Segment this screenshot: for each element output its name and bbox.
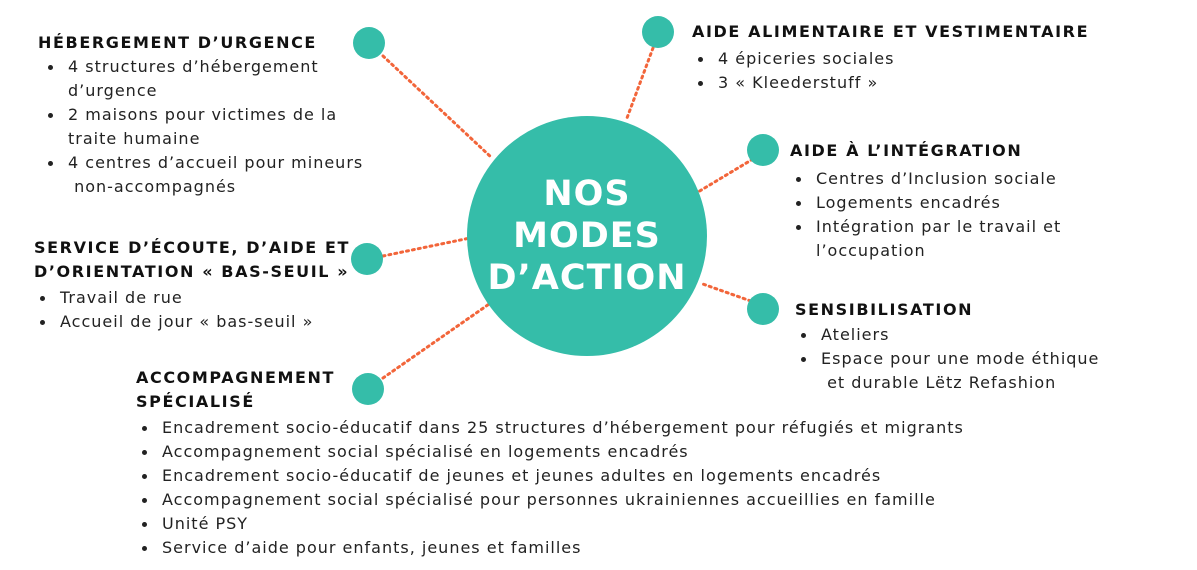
- list-item: 3 « Kleederstuff »: [692, 71, 1089, 95]
- list-item: Accompagnement social spécialisé pour pe…: [136, 488, 964, 512]
- connector-alimentaire: [625, 46, 655, 120]
- list-item: Accueil de jour « bas-seuil »: [34, 310, 350, 334]
- list-item: Ateliers: [795, 323, 1099, 347]
- item-text: 3 « Kleederstuff »: [718, 73, 879, 92]
- node-ecoute: [351, 243, 383, 275]
- item-list: Ateliers Espace pour une mode éthique et…: [795, 323, 1099, 395]
- item-text: traite humaine: [68, 129, 201, 148]
- section-accompagnement: ACCOMPAGNEMENT SPÉCIALISÉ Encadrement so…: [136, 366, 964, 560]
- connector-accompagnement: [381, 300, 494, 380]
- list-item: Unité PSY: [136, 512, 964, 536]
- center-title-line: NOS: [543, 174, 631, 214]
- section-sensibilisation: SENSIBILISATION Ateliers Espace pour une…: [795, 298, 1099, 395]
- item-text: 4 structures d’hébergement: [68, 57, 319, 76]
- section-title-line: SERVICE D’ÉCOUTE, D’AIDE ET: [34, 238, 350, 257]
- section-integration: AIDE À L’INTÉGRATION Centres d’Inclusion…: [790, 139, 1061, 263]
- list-item: Centres d’Inclusion sociale: [790, 167, 1061, 191]
- item-text: l’occupation: [816, 241, 926, 260]
- section-title-line: ACCOMPAGNEMENT: [136, 368, 336, 387]
- item-text: Unité PSY: [162, 514, 249, 533]
- item-text: et durable Lëtz Refashion: [821, 373, 1057, 392]
- item-text: 2 maisons pour victimes de la: [68, 105, 338, 124]
- item-text: Ateliers: [821, 325, 890, 344]
- section-title: ACCOMPAGNEMENT SPÉCIALISÉ: [136, 366, 964, 414]
- item-text: Service d’aide pour enfants, jeunes et f…: [162, 538, 582, 557]
- node-accompagnement: [352, 373, 384, 405]
- list-item: Encadrement socio-éducatif dans 25 struc…: [136, 416, 964, 440]
- section-title: SENSIBILISATION: [795, 300, 974, 319]
- item-text: Encadrement socio-éducatif de jeunes et …: [162, 466, 882, 485]
- list-item: 4 épiceries sociales: [692, 47, 1089, 71]
- section-hebergement: HÉBERGEMENT D’URGENCE 4 structures d’héb…: [38, 31, 363, 199]
- item-text: d’urgence: [68, 81, 158, 100]
- item-list: Encadrement socio-éducatif dans 25 struc…: [136, 416, 964, 560]
- item-list: 4 épiceries sociales 3 « Kleederstuff »: [692, 47, 1089, 95]
- section-title-line: D’ORIENTATION « BAS-SEUIL »: [34, 262, 350, 281]
- item-text: Accueil de jour « bas-seuil »: [60, 312, 314, 331]
- node-hebergement: [353, 27, 385, 59]
- connector-ecoute: [381, 236, 472, 258]
- center-title: NOS MODES D’ACTION: [487, 173, 686, 299]
- item-list: 4 structures d’hébergement d’urgence 2 m…: [42, 55, 363, 199]
- list-item: Logements encadrés: [790, 191, 1061, 215]
- node-integration: [747, 134, 779, 166]
- item-text: Espace pour une mode éthique: [821, 349, 1100, 368]
- item-text: Accompagnement social spécialisé pour pe…: [162, 490, 936, 509]
- item-list: Centres d’Inclusion sociale Logements en…: [790, 167, 1061, 263]
- section-ecoute: SERVICE D’ÉCOUTE, D’AIDE ET D’ORIENTATIO…: [34, 236, 350, 334]
- section-title: HÉBERGEMENT D’URGENCE: [38, 33, 317, 52]
- list-item: Accompagnement social spécialisé en loge…: [136, 440, 964, 464]
- list-item: Travail de rue: [34, 286, 350, 310]
- item-text: Travail de rue: [60, 288, 183, 307]
- item-text: Logements encadrés: [816, 193, 1001, 212]
- list-item: 2 maisons pour victimes de la traite hum…: [42, 103, 363, 151]
- connector-integration: [696, 154, 760, 194]
- item-list: Travail de rue Accueil de jour « bas-seu…: [34, 286, 350, 334]
- list-item: Espace pour une mode éthique et durable …: [795, 347, 1099, 395]
- section-title: AIDE À L’INTÉGRATION: [790, 141, 1023, 160]
- item-text: Intégration par le travail et: [816, 217, 1062, 236]
- section-title: AIDE ALIMENTAIRE ET VESTIMENTAIRE: [692, 22, 1090, 41]
- node-alimentaire: [642, 16, 674, 48]
- center-title-line: MODES: [513, 216, 661, 256]
- item-text: non-accompagnés: [68, 177, 237, 196]
- item-text: 4 centres d’accueil pour mineurs: [68, 153, 364, 172]
- item-text: Accompagnement social spécialisé en loge…: [162, 442, 689, 461]
- item-text: 4 épiceries sociales: [718, 49, 895, 68]
- connector-hebergement: [381, 54, 494, 160]
- list-item: 4 structures d’hébergement d’urgence: [42, 55, 363, 103]
- center-title-line: D’ACTION: [487, 258, 687, 298]
- list-item: 4 centres d’accueil pour mineurs non-acc…: [42, 151, 363, 199]
- item-text: Centres d’Inclusion sociale: [816, 169, 1057, 188]
- list-item: Intégration par le travail et l’occupati…: [790, 215, 1061, 263]
- list-item: Encadrement socio-éducatif de jeunes et …: [136, 464, 964, 488]
- section-title-line: SPÉCIALISÉ: [136, 392, 255, 411]
- item-text: Encadrement socio-éducatif dans 25 struc…: [162, 418, 964, 437]
- section-alimentaire: AIDE ALIMENTAIRE ET VESTIMENTAIRE 4 épic…: [692, 20, 1089, 95]
- center-circle: NOS MODES D’ACTION: [467, 116, 707, 356]
- node-sensibilisation: [747, 293, 779, 325]
- list-item: Service d’aide pour enfants, jeunes et f…: [136, 536, 964, 560]
- section-title: SERVICE D’ÉCOUTE, D’AIDE ET D’ORIENTATIO…: [34, 236, 350, 284]
